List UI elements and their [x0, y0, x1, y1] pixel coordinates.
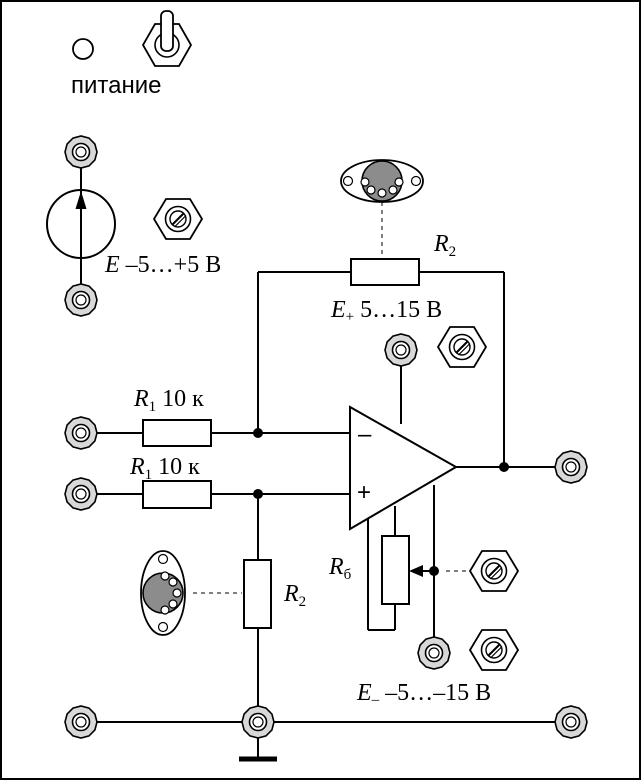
- terminal-icon[interactable]: [64, 705, 98, 739]
- input-resistor-inverting-value: 10 к: [156, 386, 204, 412]
- input-resistor-inverting-symbol: R: [133, 386, 149, 412]
- junction-dots: [253, 428, 509, 576]
- positive-supply-symbol: E: [330, 297, 346, 323]
- potentiometer-knob-icon[interactable]: [469, 550, 519, 592]
- input-resistor-noninverting-symbol: R: [129, 454, 145, 480]
- feedback-resistor-symbol: R: [433, 231, 449, 257]
- toggle-switch-icon[interactable]: [141, 10, 193, 67]
- input-resistor-noninverting-subscript: 1: [145, 467, 153, 483]
- resistor-r2-feedback: [350, 258, 420, 286]
- potentiometer-knob-icon[interactable]: [153, 198, 203, 240]
- positive-supply-label: E+ 5…15 В: [330, 297, 442, 325]
- terminal-icon[interactable]: [64, 283, 98, 317]
- resistor-r1-inverting: [142, 419, 212, 447]
- terminal-icon[interactable]: [64, 135, 98, 169]
- balance-resistor-subscript: б: [344, 567, 352, 583]
- power-label: питание: [71, 72, 161, 99]
- ground-resistor-label: R2: [283, 581, 306, 610]
- multi-pin-socket-icon[interactable]: [140, 550, 186, 636]
- input-resistor-inverting-subscript: 1: [149, 399, 157, 415]
- opamp-minus-sign: –: [358, 421, 372, 448]
- input-resistor-noninverting-label: R1 10 к: [129, 454, 200, 483]
- positive-supply-subscript: +: [346, 309, 354, 325]
- source-symbol: E: [104, 252, 120, 278]
- source-range: –5…+5 В: [120, 252, 222, 278]
- resistor-rb-balance: [381, 535, 410, 605]
- negative-supply-symbol: E: [356, 680, 372, 706]
- negative-supply-range: –5…–15 В: [379, 680, 491, 706]
- multi-pin-socket-icon[interactable]: [340, 159, 424, 203]
- positive-supply-range: 5…15 В: [354, 297, 442, 323]
- opamp-plus-sign: +: [357, 479, 371, 506]
- terminal-icon[interactable]: [554, 705, 588, 739]
- balance-resistor-label: Rб: [328, 554, 352, 583]
- terminal-icon[interactable]: [384, 333, 418, 367]
- ground-resistor-symbol: R: [283, 581, 299, 607]
- terminal-icon[interactable]: [554, 450, 588, 484]
- dashed-links: [193, 202, 470, 594]
- indicator-lamp-icon: [72, 38, 94, 60]
- potentiometer-knob-icon[interactable]: [469, 629, 519, 671]
- feedback-resistor-subscript: 2: [449, 244, 457, 260]
- resistor-r2-ground: [243, 559, 272, 629]
- voltage-source-icon: [46, 189, 116, 259]
- negative-supply-label: E– –5…–15 В: [356, 680, 491, 708]
- balance-resistor-symbol: R: [328, 554, 344, 580]
- terminal-icon[interactable]: [64, 477, 98, 511]
- potentiometer-knob-icon[interactable]: [437, 326, 487, 368]
- terminal-icon[interactable]: [241, 705, 275, 739]
- input-resistor-noninverting-value: 10 к: [152, 454, 200, 480]
- feedback-resistor-label: R2: [433, 231, 456, 260]
- input-resistor-inverting-label: R1 10 к: [133, 386, 204, 415]
- potentiometer-wiper-arrow: [409, 565, 423, 577]
- resistor-r1-noninverting: [142, 480, 212, 509]
- terminal-icon[interactable]: [64, 416, 98, 450]
- opamp-triangle: [349, 405, 459, 531]
- source-label: E –5…+5 В: [104, 252, 221, 278]
- ground-resistor-subscript: 2: [299, 594, 307, 610]
- terminal-icon[interactable]: [417, 636, 451, 670]
- negative-supply-subscript: –: [371, 692, 380, 708]
